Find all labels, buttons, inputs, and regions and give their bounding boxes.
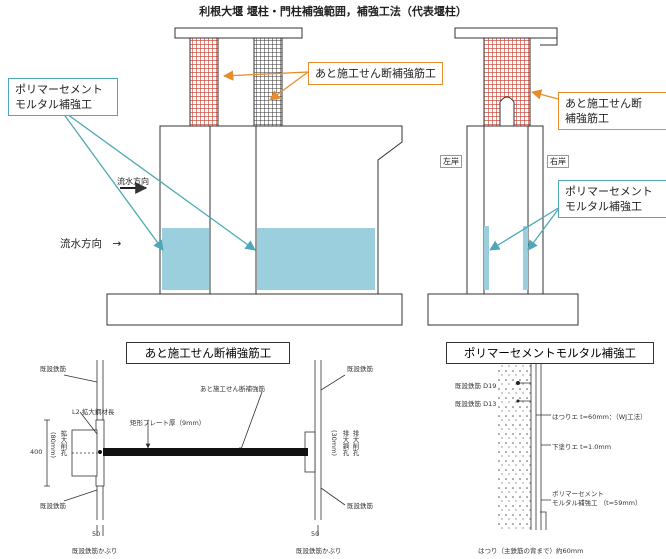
label-existing-rebar-top-right: 既設鉄筋 bbox=[347, 365, 373, 373]
dim-50-right: 50 bbox=[311, 530, 320, 538]
polymer-section bbox=[519, 362, 551, 530]
left-bank-label: 左岸 bbox=[440, 155, 462, 168]
callout-polymer-right: ポリマーセメント モルタル補強工 bbox=[558, 180, 666, 218]
dim-50-left: 50 bbox=[92, 530, 101, 538]
label-pcm-1: ポリマーセメント bbox=[552, 490, 604, 498]
mortar-area-left-2 bbox=[257, 228, 375, 290]
label-right-hole-dim: (30mm) bbox=[330, 430, 338, 457]
callout-shear-rebar-right: あと施工せん断 補強筋工 bbox=[558, 92, 666, 130]
mortar-strip-right bbox=[523, 226, 528, 290]
rebar-d13-dot bbox=[516, 399, 520, 403]
label-rebar-d13: 既設鉄筋 D13 bbox=[455, 400, 497, 408]
rebar-d19-dot bbox=[516, 381, 520, 385]
label-left-hole: 拡大削孔 bbox=[59, 430, 67, 456]
cover-right: 既設鉄筋かぶり bbox=[296, 547, 342, 555]
cover-left: 既設鉄筋かぶり bbox=[72, 547, 118, 555]
shear-rebar-bar bbox=[103, 448, 308, 456]
section-title-shear: あと施工せん断補強筋工 bbox=[126, 342, 290, 364]
label-left-hole-dim: (80mm) bbox=[49, 432, 57, 459]
rebar-dot-left bbox=[98, 450, 102, 454]
label-post-shear-rebar: あと施工せん断補強筋 bbox=[200, 385, 265, 393]
page-title: 利根大堰 堰柱・門柱補強範囲，補強工法（代表堰柱） bbox=[199, 5, 467, 18]
orange-callout-lines bbox=[222, 70, 563, 101]
callout-shear-rebar-left: あと施工せん断補強筋工 bbox=[308, 62, 443, 85]
label-existing-rebar-top-left: 既設鉄筋 bbox=[40, 365, 66, 373]
label-existing-rebar-bottom-right: 既設鉄筋 bbox=[347, 502, 373, 510]
label-rebar-d19: 既設鉄筋 D19 bbox=[455, 382, 497, 390]
concrete-dotted-area bbox=[497, 362, 531, 530]
label-right-hole: 排大鋼孔 bbox=[341, 430, 349, 456]
callout-polymer-left: ポリマーセメント モルタル補強工 bbox=[8, 78, 118, 116]
section-title-polymer: ポリマーセメントモルタル補強工 bbox=[446, 342, 654, 364]
flow-direction-small: 流水方向 bbox=[117, 177, 149, 186]
right-bank-label: 右岸 bbox=[547, 155, 569, 168]
mortar-area-left-1 bbox=[162, 228, 209, 290]
label-plate: 矩形プレート厚（9mm） bbox=[130, 419, 206, 427]
label-dim-400: 400 bbox=[30, 448, 43, 456]
label-chipping: はつりエ t=60mm：（WJ工法） bbox=[552, 413, 647, 421]
flow-direction-large: 流水方向 → bbox=[60, 238, 122, 250]
label-existing-rebar-bottom-left: 既設鉄筋 bbox=[40, 502, 66, 510]
teal-callout-lines bbox=[59, 108, 561, 251]
label-l2-length: L2 拡大鋼材長 bbox=[72, 408, 115, 416]
label-primer: 下塗りエ t=1.0mm bbox=[552, 443, 612, 451]
mortar-strip-left bbox=[484, 226, 489, 290]
label-pcm-2: モルタル補強工 （t=59mm） bbox=[552, 499, 642, 507]
label-right-hole-2: 排大削孔 bbox=[351, 430, 359, 456]
label-bottom-note: はつり（主鉄筋の背まで）約60mm bbox=[478, 547, 584, 555]
right-pier-elevation bbox=[427, 27, 579, 326]
